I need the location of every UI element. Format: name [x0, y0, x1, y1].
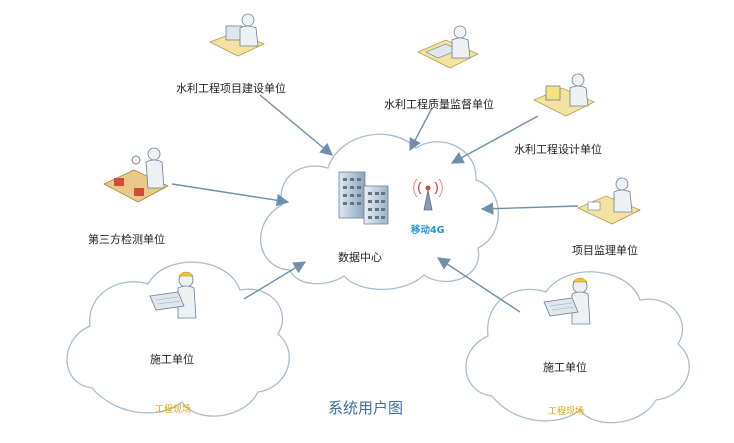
data-center-icon: [338, 171, 389, 225]
worker-icon-left: [149, 271, 197, 319]
label-supervision: 项目监理单位: [572, 244, 638, 257]
worker-icon-right: [543, 277, 591, 325]
antenna-icon: [413, 178, 443, 211]
arrow-quality-supervision: [409, 107, 433, 152]
arrow-supervision: [480, 202, 579, 215]
connectors: [171, 94, 579, 313]
label-contractor-left: 施工单位: [150, 353, 194, 366]
diagram-title: 系统用户图: [328, 399, 404, 417]
person-desk-icon-design: [533, 73, 595, 117]
person-desk-icon-construction-owner: [209, 13, 265, 57]
person-lab-icon-third-party-testing: [103, 147, 169, 203]
label-contractor-right: 施工单位: [543, 361, 587, 374]
arrow-third-party-testing: [171, 183, 290, 207]
person-desk-icon-supervision: [577, 177, 641, 225]
arrow-construction-owner: [259, 94, 333, 156]
arrow-design: [450, 115, 539, 164]
site-cloud-left: [66, 261, 290, 417]
label-data-center: 数据中心: [338, 251, 382, 264]
label-site-right: 工程现场: [548, 407, 585, 417]
arrow-contractor-right: [436, 257, 521, 313]
arrow-contractor-left: [243, 261, 307, 300]
label-construction-owner: 水利工程项目建设单位: [176, 82, 286, 95]
label-design: 水利工程设计单位: [514, 143, 602, 156]
site-cloud-right: [465, 271, 690, 424]
label-third-party-testing: 第三方检测单位: [88, 233, 165, 246]
person-desk-icon-quality-supervision: [417, 25, 479, 69]
label-quality-supervision: 水利工程质量监督单位: [384, 98, 494, 111]
label-site-left: 工程现场: [155, 405, 192, 415]
label-network: 移动4G: [411, 225, 445, 236]
